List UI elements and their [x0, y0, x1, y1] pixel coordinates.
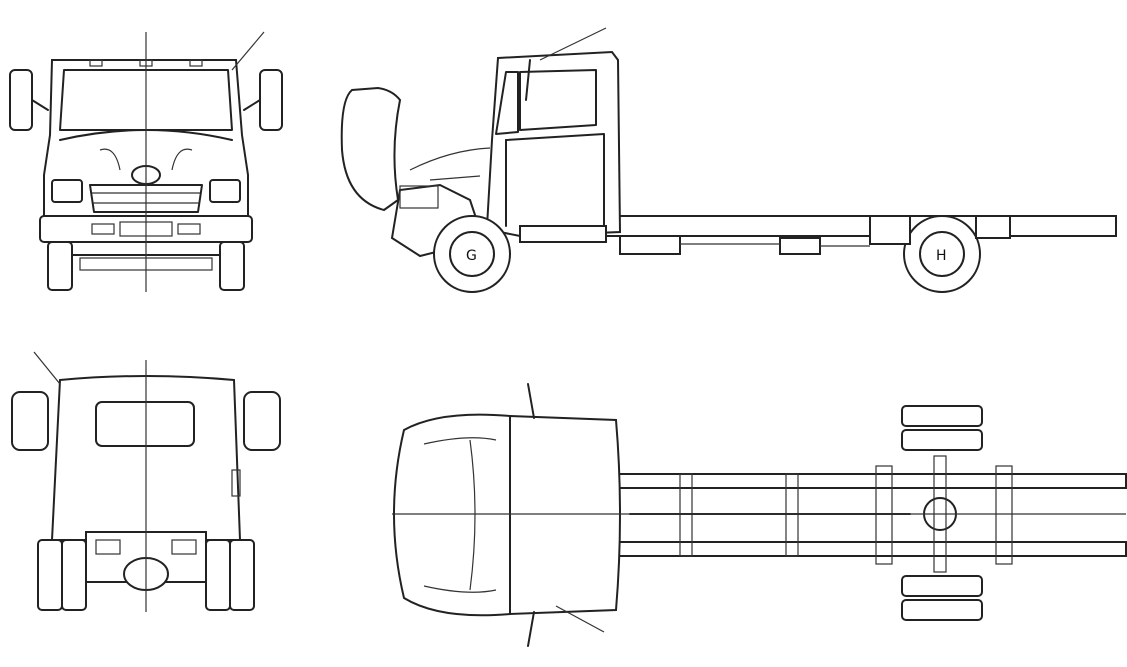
front-view [9, 31, 283, 292]
rear-axle-label: H [936, 248, 947, 264]
front-axle-label: G [466, 248, 477, 264]
side-view: G H [340, 27, 1117, 293]
rear-view [11, 351, 281, 612]
top-view [392, 383, 1127, 647]
